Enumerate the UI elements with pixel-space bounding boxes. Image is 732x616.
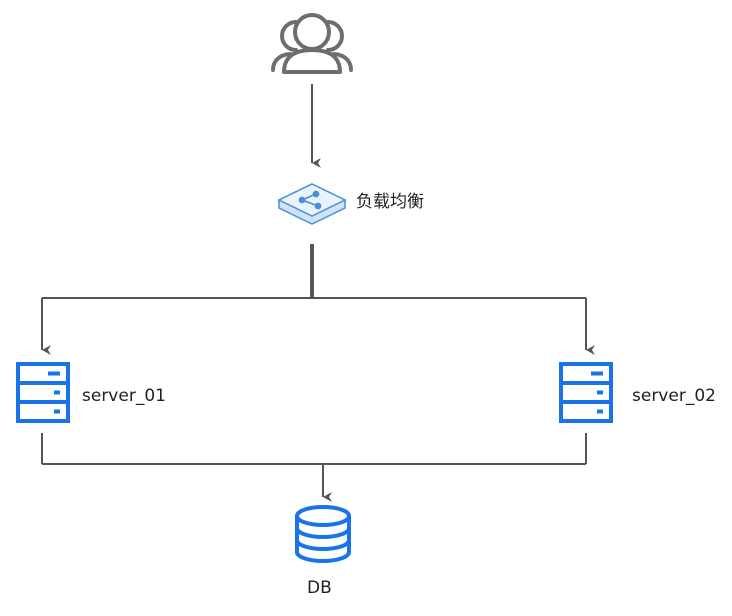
edge-servers-to-db — [41, 433, 587, 502]
server-01-icon — [16, 362, 70, 423]
db-label: DB — [307, 578, 332, 598]
load-balancer-label: 负载均衡 — [356, 192, 424, 212]
users-icon — [271, 13, 353, 74]
server-02-label: server_02 — [632, 386, 716, 406]
server-01-label: server_01 — [82, 386, 166, 406]
load-balancer-icon — [277, 183, 347, 225]
edge-lb-to-servers — [41, 244, 595, 355]
server-02-icon — [559, 362, 613, 423]
database-icon — [295, 505, 351, 563]
